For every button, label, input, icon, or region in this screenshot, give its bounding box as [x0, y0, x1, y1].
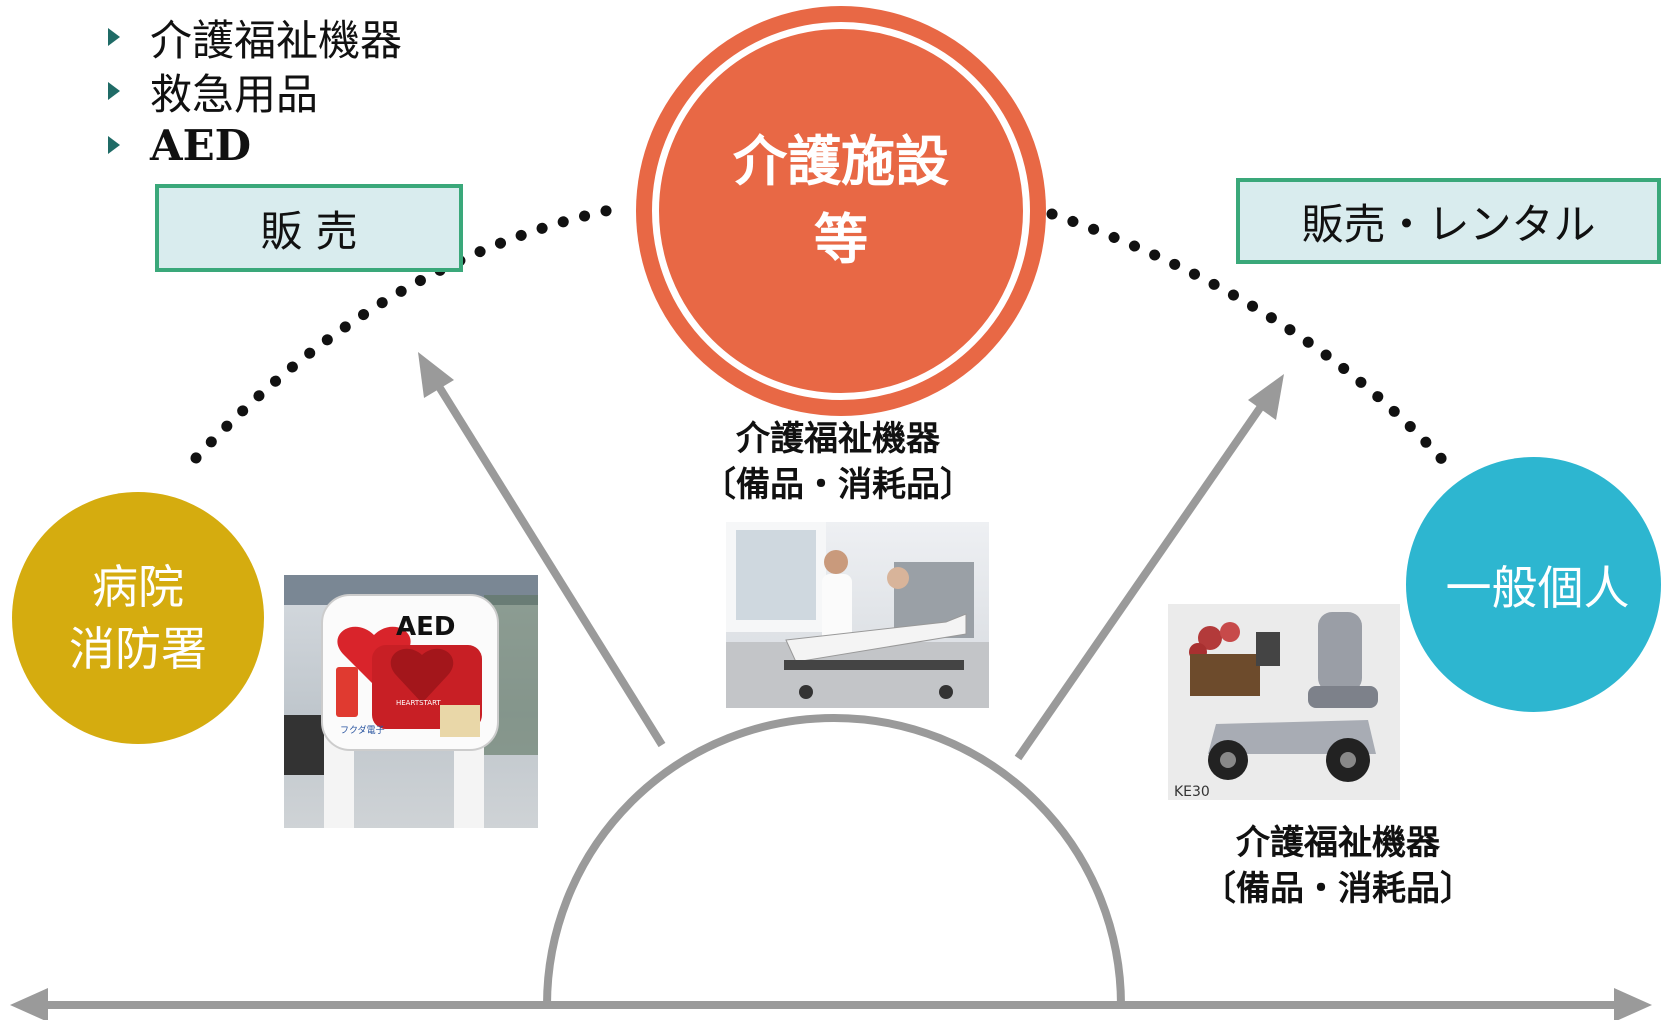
product-bullet-list: 介護福祉機器 救急用品 AED	[108, 10, 402, 172]
care-facility-circle: 介護施設 等	[636, 6, 1046, 416]
bullet-text: 救急用品	[150, 69, 319, 119]
baseline-arrow	[10, 988, 1652, 1020]
care-bed-photo	[726, 522, 989, 708]
care-facility-inner-ring	[652, 22, 1030, 400]
hub-arch	[543, 714, 1125, 1006]
center-caption-line2: 〔備品・消耗品〕	[702, 465, 974, 505]
care-bed-illustration	[726, 522, 989, 708]
center-caption-line1: 介護福祉機器	[736, 419, 940, 459]
right-caption-line1: 介護福祉機器	[1236, 823, 1440, 863]
aed-photo: AED HEARTSTART フクダ電子	[284, 575, 538, 828]
hospital-label: 病院 消防署	[69, 556, 207, 680]
hospital-circle: 病院 消防署	[12, 492, 264, 744]
bullet-item: 介護福祉機器	[108, 10, 402, 65]
scooter-illustration: KE30	[1168, 604, 1400, 800]
arrow-to-right-box	[1014, 374, 1284, 761]
sales-label: 販 売	[260, 206, 358, 256]
individual-label: 一般個人	[1445, 560, 1630, 615]
individual-circle: 一般個人	[1406, 457, 1661, 712]
dotted-connector-right	[1046, 208, 1454, 472]
care-facility-label: 介護施設 等	[733, 123, 949, 279]
bullet-item: AED	[108, 118, 402, 172]
hospital-label-line1: 病院	[92, 560, 184, 614]
bullet-triangle-icon	[108, 136, 120, 154]
bullet-item: 救急用品	[108, 64, 402, 119]
bullet-triangle-icon	[108, 28, 120, 46]
right-caption: 介護福祉機器 〔備品・消耗品〕	[1168, 820, 1508, 912]
aed-logo-text: AED	[396, 612, 455, 642]
arrow-to-left-box	[418, 352, 666, 748]
aed-brand-text: フクダ電子	[340, 724, 385, 736]
bullet-text: AED	[150, 120, 252, 170]
hospital-label-line2: 消防署	[69, 622, 207, 676]
care-facility-label-line1: 介護施設	[733, 130, 949, 193]
aed-cabinet-illustration: AED HEARTSTART フクダ電子	[284, 575, 538, 828]
bullet-text: 介護福祉機器	[150, 15, 403, 65]
scooter-model-text: KE30	[1174, 784, 1210, 800]
right-caption-line2: 〔備品・消耗品〕	[1202, 869, 1474, 909]
center-caption: 介護福祉機器 〔備品・消耗品〕	[668, 416, 1008, 508]
aed-heartstart-text: HEARTSTART	[396, 699, 441, 707]
sales-label-box: 販 売	[155, 184, 463, 272]
care-facility-label-line2: 等	[814, 208, 868, 271]
bullet-triangle-icon	[108, 82, 120, 100]
scooter-photo: KE30	[1168, 604, 1400, 800]
sales-rental-label-box: 販売・レンタル	[1236, 178, 1661, 264]
sales-rental-label: 販売・レンタル	[1301, 199, 1596, 249]
